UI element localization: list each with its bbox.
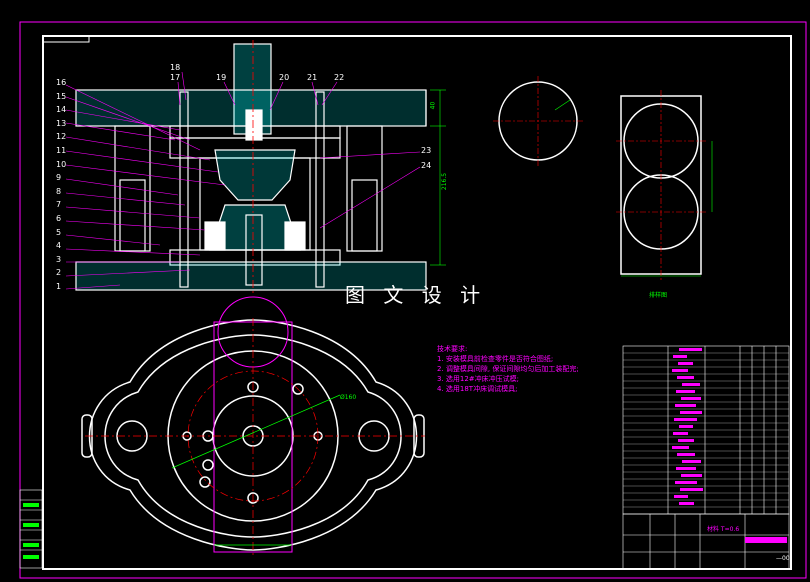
right-part-label: 23 (421, 146, 432, 155)
part-label: 13 (56, 118, 67, 128)
material-label: 材料 T=0.6 (707, 526, 740, 533)
title-highlight (745, 537, 787, 543)
table-cell-mark (676, 390, 695, 393)
part-label: 7 (56, 200, 62, 210)
dim-circle-label: Ø160 (340, 394, 357, 401)
table-cell-mark (677, 376, 694, 379)
table-cell-mark (679, 502, 694, 505)
part-label: 14 (56, 105, 67, 115)
revision-marks (23, 503, 39, 559)
table-cell-mark (677, 453, 695, 456)
table-cell-mark (678, 362, 693, 365)
table-cell-mark (675, 481, 697, 484)
table-cell-mark (672, 369, 688, 372)
dim-top-label: 40 (429, 101, 437, 110)
watermark-text: 图 文 设 计 (345, 283, 487, 307)
part-label: 10 (56, 159, 67, 169)
part-label: 4 (56, 241, 62, 251)
part-label: 12 (56, 132, 67, 142)
table-cell-mark (681, 474, 702, 477)
top-part-label: 19 (216, 73, 227, 82)
part-label: 2 (56, 268, 62, 278)
table-cell-mark (681, 397, 701, 400)
top-part-label: 21 (307, 73, 318, 82)
plan-dim-diag (171, 394, 341, 469)
right-part-label: 24 (421, 161, 432, 170)
dim-height-label: 216.5 (441, 172, 449, 191)
section-dims (430, 89, 446, 266)
plan-centerlines (85, 318, 425, 555)
part-label: 16 (56, 78, 67, 87)
part-label: 3 (56, 254, 62, 264)
table-cell-mark (680, 411, 702, 414)
table-cell-mark (682, 383, 700, 386)
outer-frame (19, 21, 807, 579)
table-cell-mark (673, 432, 688, 435)
tech-item: 4. 选用18T冲床调试模具; (437, 385, 518, 393)
tech-item: 2. 调整模具间隙, 保证间隙均匀后加工装配完; (437, 365, 579, 373)
part-label: 15 (56, 91, 67, 101)
tech-requirements: 技术要求: 1. 安装模具前检查零件是否符合图纸; 2. 调整模具间隙, 保证间… (437, 344, 579, 394)
table-cell-mark (679, 425, 693, 428)
tech-title: 技术要求: (437, 345, 468, 353)
table-cell-mark (674, 418, 697, 421)
table-cell-mark (672, 446, 689, 449)
table-cell-mark (682, 460, 701, 463)
part-label: 6 (56, 214, 62, 223)
part-label: 5 (56, 227, 62, 237)
part-label: 11 (56, 146, 67, 155)
drawing-number: —00 (776, 555, 790, 562)
table-cell-mark (680, 488, 703, 491)
top-part-label: 20 (279, 73, 290, 82)
part-label: 9 (56, 173, 62, 183)
table-cell-mark (676, 467, 696, 470)
strip-layout-view (616, 90, 713, 280)
table-cell-mark (673, 355, 687, 358)
table-cell-mark (678, 439, 694, 442)
part-label: 1 (56, 282, 62, 291)
section-view (75, 43, 427, 291)
part-label: 8 (56, 186, 62, 196)
title-block (622, 513, 790, 570)
table-cell-mark (674, 495, 688, 498)
tech-item: 3. 选用12#冲床冲压试模; (437, 375, 520, 383)
blank-circle-view (493, 76, 583, 166)
parts-rows (623, 348, 789, 508)
table-cell-mark (675, 404, 696, 407)
tech-item: 1. 安装模具前检查零件是否符合图纸; (437, 355, 554, 363)
revision-block (19, 489, 43, 569)
top-part-label: 18 (170, 63, 181, 72)
inner-frame (42, 35, 792, 570)
leader-lines (65, 71, 421, 290)
table-cell-mark (679, 348, 702, 351)
blank-label: 排样图 (649, 292, 668, 299)
top-part-label: 22 (334, 73, 345, 82)
top-part-label: 17 (170, 73, 181, 82)
corner-tab (42, 35, 90, 43)
